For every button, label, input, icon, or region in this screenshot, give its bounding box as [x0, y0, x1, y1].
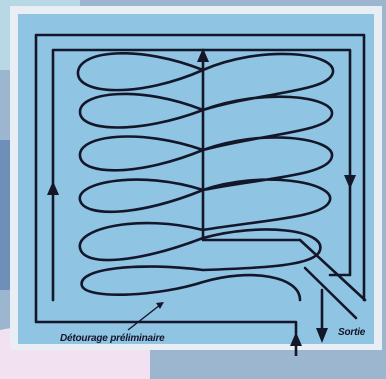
label-leader-arrowhead	[156, 302, 164, 309]
arrow-up-left	[47, 181, 59, 195]
arrow-down-exit	[316, 328, 328, 343]
loop-path	[76, 51, 335, 302]
arrow-up-center	[197, 48, 209, 62]
outer-path	[34, 33, 366, 336]
diagram-panel	[18, 14, 374, 344]
label-exit: Sortie	[338, 327, 366, 338]
center-vertical-path	[201, 58, 302, 242]
exit-line-1	[298, 238, 367, 302]
label-leader	[127, 304, 161, 331]
arrow-up-bottom	[290, 332, 302, 346]
bg-left-strip	[0, 140, 12, 290]
label-preliminary-trim: Détourage préliminaire	[60, 333, 165, 344]
arrow-down-right	[344, 175, 356, 189]
exit-line-2	[303, 266, 358, 320]
inner-path	[51, 48, 352, 302]
